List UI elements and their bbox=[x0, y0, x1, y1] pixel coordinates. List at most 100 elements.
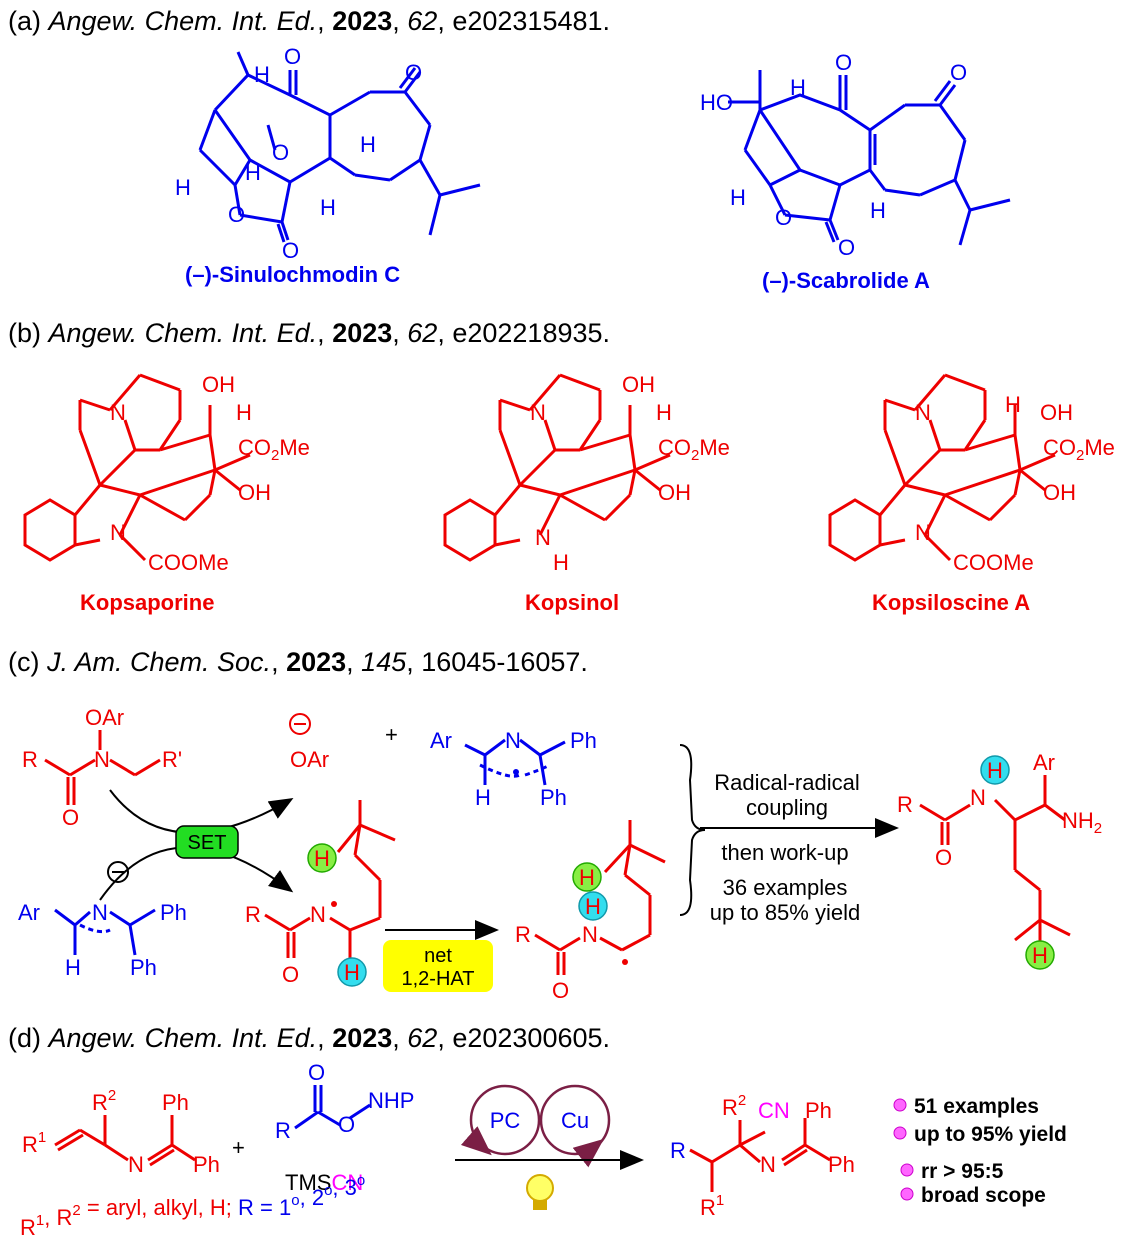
svg-text:O: O bbox=[62, 805, 79, 830]
svg-text:R2: R2 bbox=[92, 1087, 116, 1115]
svg-text:Ph: Ph bbox=[805, 1098, 832, 1123]
scope-line: R1, R2 = aryl, alkyl, H; R = 1o, 2o, 3o bbox=[20, 1172, 365, 1240]
svg-text:H: H bbox=[314, 846, 330, 871]
svg-text:Ph: Ph bbox=[193, 1152, 220, 1177]
oxyamide-structure bbox=[44, 730, 161, 805]
kopsiloscine-structure bbox=[828, 373, 1056, 562]
volume: 62 bbox=[407, 318, 438, 348]
svg-text:O: O bbox=[552, 978, 569, 1003]
svg-text:H: H bbox=[236, 400, 252, 425]
kopsinol-structure bbox=[443, 373, 671, 562]
svg-text:N: N bbox=[582, 922, 598, 947]
azaallyl-anion bbox=[54, 908, 156, 956]
svg-text:Ph: Ph bbox=[570, 728, 597, 753]
journal-name: Angew. Chem. Int. Ed. bbox=[48, 6, 318, 36]
pages: e202218935. bbox=[452, 318, 611, 348]
svg-text:N: N bbox=[128, 1152, 144, 1177]
svg-text:R2: R2 bbox=[722, 1092, 746, 1120]
year: 2023 bbox=[332, 1023, 393, 1053]
azaallyl-radical bbox=[464, 738, 566, 786]
svg-text:H: H bbox=[1005, 392, 1021, 417]
atom-o: O bbox=[775, 205, 792, 230]
cond-line2: coupling bbox=[746, 795, 828, 820]
svg-text:N: N bbox=[915, 520, 931, 545]
svg-text:R: R bbox=[275, 1118, 291, 1143]
svg-text:Ph: Ph bbox=[130, 955, 157, 980]
header-b: (b) Angew. Chem. Int. Ed., 2023, 62, e20… bbox=[8, 318, 611, 348]
cond-line5: up to 85% yield bbox=[710, 900, 860, 925]
svg-text:O: O bbox=[282, 962, 299, 987]
atom-ho: HO bbox=[700, 90, 733, 115]
header-a: (a) Angew. Chem. Int. Ed., 2023, 62, e20… bbox=[8, 6, 611, 36]
svg-text:Ph: Ph bbox=[540, 785, 567, 810]
compound-name: (–)-Scabrolide A bbox=[762, 268, 930, 293]
volume: 62 bbox=[407, 1023, 438, 1053]
set-label: SET bbox=[188, 832, 227, 854]
svg-text:OAr: OAr bbox=[85, 705, 124, 730]
journal-name: Angew. Chem. Int. Ed. bbox=[48, 318, 318, 348]
svg-text:H: H bbox=[987, 758, 1003, 783]
atom-o: O bbox=[272, 140, 289, 165]
svg-text:COOMe: COOMe bbox=[148, 550, 229, 575]
svg-text:R: R bbox=[670, 1138, 686, 1163]
svg-text:Ph: Ph bbox=[160, 900, 187, 925]
svg-text:N: N bbox=[505, 728, 521, 753]
pages: 16045-16057. bbox=[421, 647, 588, 677]
svg-text:O: O bbox=[338, 1112, 355, 1137]
svg-text:N: N bbox=[530, 400, 546, 425]
atom-o: O bbox=[950, 60, 967, 85]
nhp-ester-structure bbox=[294, 1085, 371, 1130]
atom-h: H bbox=[790, 75, 806, 100]
atom-o: O bbox=[835, 50, 852, 75]
svg-text:NH2: NH2 bbox=[1062, 808, 1102, 837]
pages: e202315481. bbox=[452, 6, 611, 36]
pc-label: PC bbox=[490, 1108, 521, 1133]
svg-text:N: N bbox=[970, 785, 986, 810]
svg-text:R': R' bbox=[162, 747, 182, 772]
svg-text:N: N bbox=[310, 902, 326, 927]
atom-o: O bbox=[405, 60, 422, 85]
cyanated-product bbox=[689, 1118, 831, 1192]
svg-text:R1: R1 bbox=[700, 1192, 724, 1220]
svg-text:COOMe: COOMe bbox=[953, 550, 1034, 575]
svg-text:H: H bbox=[344, 960, 360, 985]
bullet-item: up to 95% yield bbox=[914, 1123, 1067, 1146]
header-c: (c) J. Am. Chem. Soc., 2023, 145, 16045-… bbox=[8, 647, 588, 677]
svg-text:CO2Me: CO2Me bbox=[238, 435, 310, 464]
svg-text:NHP: NHP bbox=[368, 1088, 414, 1113]
svg-text:N: N bbox=[94, 747, 110, 772]
scabrolide-structure bbox=[728, 70, 1011, 246]
svg-text:OAr: OAr bbox=[290, 747, 329, 772]
svg-text:OH: OH bbox=[658, 480, 691, 505]
svg-text:N: N bbox=[760, 1152, 776, 1177]
year: 2023 bbox=[286, 647, 347, 677]
tms-text: TMSCN bbox=[285, 1170, 363, 1195]
hat-line2: 1,2-HAT bbox=[402, 968, 475, 990]
svg-text:R: R bbox=[22, 747, 38, 772]
svg-text:+: + bbox=[385, 722, 398, 747]
header-d: (d) Angew. Chem. Int. Ed., 2023, 62, e20… bbox=[8, 1023, 611, 1053]
journal-name: Angew. Chem. Int. Ed. bbox=[48, 1023, 318, 1053]
section-label: (d) bbox=[8, 1023, 41, 1053]
cond-line1: Radical-radical bbox=[714, 770, 860, 795]
volume: 62 bbox=[407, 6, 438, 36]
sinulochmodin-structure bbox=[198, 51, 481, 243]
svg-text:Ph: Ph bbox=[828, 1152, 855, 1177]
bullet-item: 51 examples bbox=[914, 1095, 1039, 1118]
svg-text:OH: OH bbox=[1040, 400, 1073, 425]
azadiene-structure bbox=[54, 1115, 196, 1167]
svg-text:+: + bbox=[232, 1135, 245, 1160]
svg-text:N: N bbox=[535, 525, 551, 550]
svg-text:Ph: Ph bbox=[162, 1090, 189, 1115]
atom-o: O bbox=[228, 202, 245, 227]
cond-line3: then work-up bbox=[721, 840, 848, 865]
svg-text:OH: OH bbox=[1043, 480, 1076, 505]
svg-text:O: O bbox=[935, 845, 952, 870]
bullet-item: rr > 95:5 bbox=[921, 1160, 1004, 1183]
svg-text:OH: OH bbox=[202, 372, 235, 397]
bullet-item: broad scope bbox=[921, 1184, 1046, 1207]
section-label: (c) bbox=[8, 647, 40, 677]
svg-text:N: N bbox=[110, 520, 126, 545]
lightbulb-icon bbox=[526, 1174, 554, 1210]
